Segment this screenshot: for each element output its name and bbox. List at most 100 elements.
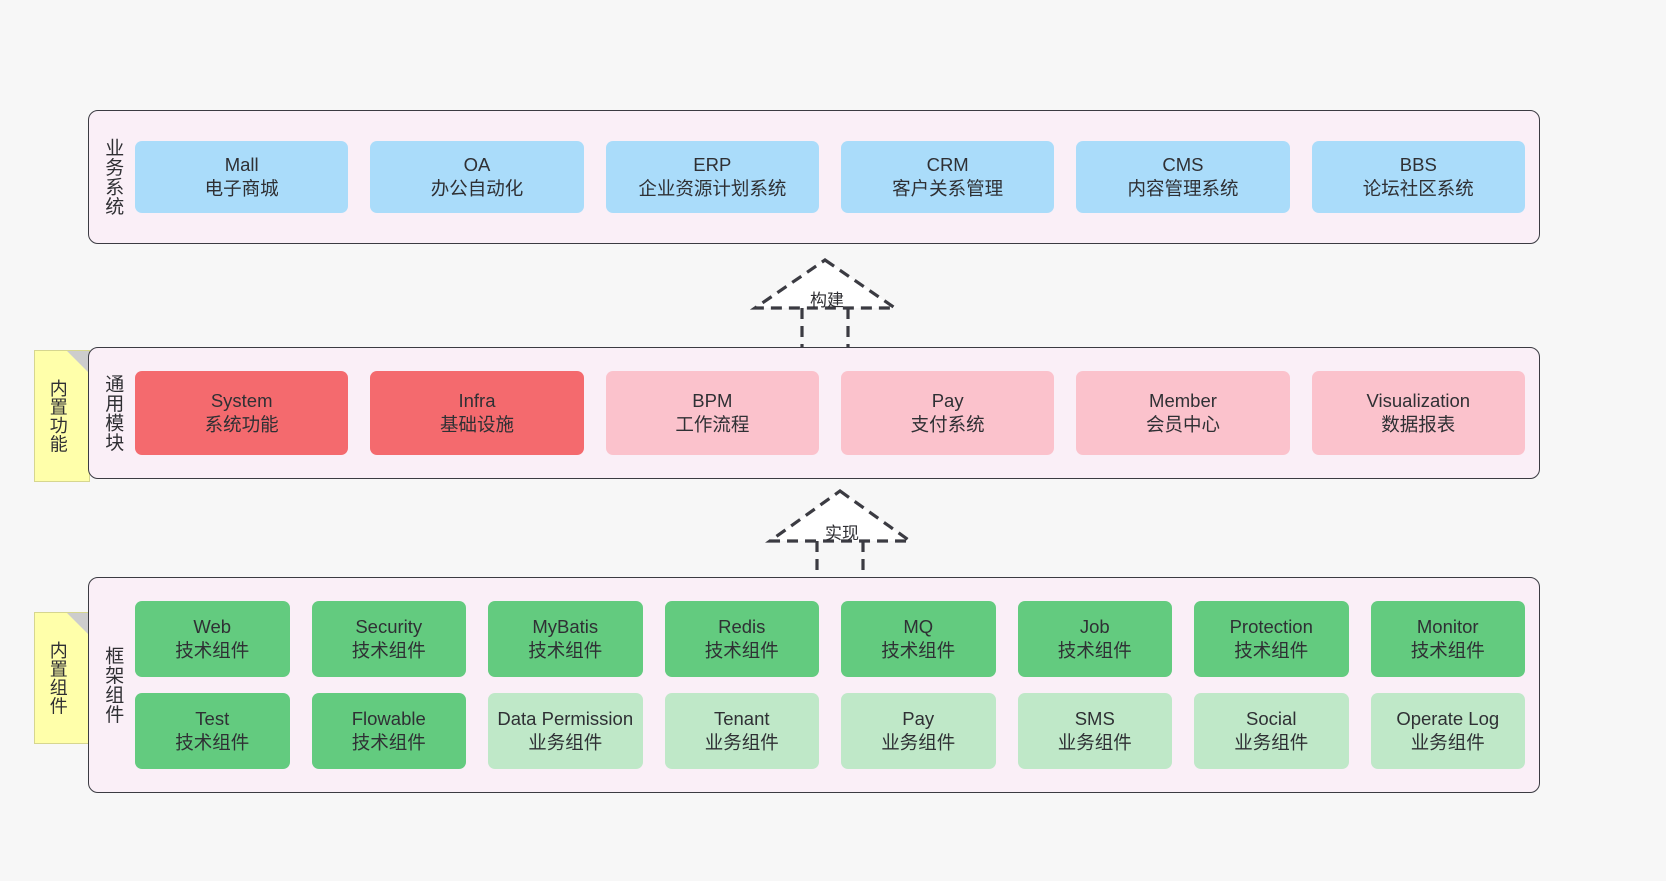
layer-common-row: System 系统功能 Infra 基础设施 BPM 工作流程 Pay 支付系统… [135, 371, 1525, 455]
node-system[interactable]: System 系统功能 [135, 371, 349, 455]
node-mq-sub: 技术组件 [881, 640, 956, 661]
node-job[interactable]: Job 技术组件 [1017, 601, 1172, 677]
node-mall-title: Mall [224, 154, 259, 176]
node-member[interactable]: Member 会员中心 [1076, 371, 1290, 455]
node-sms[interactable]: SMS 业务组件 [1017, 693, 1172, 769]
note-builtin-components-label: 内置组件 [47, 641, 68, 715]
node-sms-sub: 业务组件 [1057, 732, 1132, 753]
node-mybatis-title: MyBatis [532, 616, 599, 638]
node-social[interactable]: Social 业务组件 [1194, 693, 1349, 769]
node-operate-log[interactable]: Operate Log 业务组件 [1370, 693, 1525, 769]
node-protection[interactable]: Protection 技术组件 [1194, 601, 1349, 677]
note-builtin-features[interactable]: 内置功能 [34, 350, 90, 482]
connector-implement-shaft [815, 541, 865, 571]
node-bpm-title: BPM [692, 390, 733, 412]
node-protection-title: Protection [1229, 616, 1313, 638]
node-pay-component[interactable]: Pay 业务组件 [841, 693, 996, 769]
node-redis-sub: 技术组件 [704, 640, 779, 661]
node-infra-title: Infra [458, 390, 496, 412]
node-infra[interactable]: Infra 基础设施 [370, 371, 584, 455]
node-visualization-title: Visualization [1366, 390, 1471, 412]
layer-common-body: System 系统功能 Infra 基础设施 BPM 工作流程 Pay 支付系统… [135, 348, 1539, 478]
node-tenant[interactable]: Tenant 业务组件 [664, 693, 819, 769]
node-sms-title: SMS [1074, 708, 1115, 730]
layer-framework-row-tech: Web 技术组件 Security 技术组件 MyBatis 技术组件 Redi… [135, 601, 1525, 677]
node-test-title: Test [195, 708, 230, 730]
node-mybatis-sub: 技术组件 [528, 640, 603, 661]
node-job-title: Job [1079, 616, 1110, 638]
note-builtin-components[interactable]: 内置组件 [34, 612, 90, 744]
node-web-title: Web [193, 616, 232, 638]
node-system-title: System [210, 390, 273, 412]
node-monitor-sub: 技术组件 [1410, 640, 1485, 661]
node-visualization[interactable]: Visualization 数据报表 [1311, 371, 1525, 455]
node-erp[interactable]: ERP 企业资源计划系统 [605, 141, 819, 213]
node-bpm-sub: 工作流程 [675, 414, 750, 435]
layer-common-modules[interactable]: 通用模块 System 系统功能 Infra 基础设施 BPM 工作流程 Pay… [88, 347, 1540, 479]
node-mybatis[interactable]: MyBatis 技术组件 [488, 601, 643, 677]
layer-framework-body: Web 技术组件 Security 技术组件 MyBatis 技术组件 Redi… [135, 578, 1539, 792]
node-mq-title: MQ [903, 616, 934, 638]
node-web[interactable]: Web 技术组件 [135, 601, 290, 677]
connector-build: 构建 [749, 258, 905, 350]
node-bbs-sub: 论坛社区系统 [1362, 178, 1474, 199]
node-mq[interactable]: MQ 技术组件 [841, 601, 996, 677]
node-crm-title: CRM [926, 154, 969, 176]
node-infra-sub: 基础设施 [439, 414, 514, 435]
node-tenant-title: Tenant [713, 708, 770, 730]
note-fold-icon [67, 613, 89, 635]
node-test[interactable]: Test 技术组件 [135, 693, 290, 769]
node-bpm[interactable]: BPM 工作流程 [605, 371, 819, 455]
node-cms-title: CMS [1162, 154, 1204, 176]
node-data-permission-title: Data Permission [497, 708, 634, 730]
connector-build-arrowhead [749, 258, 901, 310]
layer-business-systems[interactable]: 业务系统 Mall 电子商城 OA 办公自动化 ERP 企业资源计划系统 CRM… [88, 110, 1540, 244]
node-test-sub: 技术组件 [175, 732, 250, 753]
node-oa[interactable]: OA 办公自动化 [370, 141, 584, 213]
node-monitor[interactable]: Monitor 技术组件 [1370, 601, 1525, 677]
node-security-title: Security [355, 616, 423, 638]
layer-framework-row-business: Test 技术组件 Flowable 技术组件 Data Permission … [135, 693, 1525, 769]
node-operate-log-sub: 业务组件 [1410, 732, 1485, 753]
layer-framework-title: 框架组件 [102, 646, 124, 724]
node-job-sub: 技术组件 [1057, 640, 1132, 661]
note-fold-icon [67, 351, 89, 373]
node-crm-sub: 客户关系管理 [892, 178, 1004, 199]
connector-implement-label: 实现 [825, 524, 859, 543]
node-redis[interactable]: Redis 技术组件 [664, 601, 819, 677]
connector-implement: 实现 [765, 489, 918, 571]
node-visualization-sub: 数据报表 [1381, 414, 1456, 435]
node-cms-sub: 内容管理系统 [1127, 178, 1239, 199]
node-security[interactable]: Security 技术组件 [311, 601, 466, 677]
node-pay-module[interactable]: Pay 支付系统 [840, 371, 1055, 455]
connector-build-label: 构建 [810, 291, 844, 310]
node-operate-log-title: Operate Log [1396, 708, 1500, 730]
node-flowable-sub: 技术组件 [351, 732, 426, 753]
node-oa-title: OA [463, 154, 491, 176]
node-member-title: Member [1149, 390, 1217, 412]
node-social-title: Social [1246, 708, 1297, 730]
layer-business-title: 业务系统 [102, 138, 124, 216]
layer-business-body: Mall 电子商城 OA 办公自动化 ERP 企业资源计划系统 CRM 客户关系… [135, 111, 1539, 243]
node-social-sub: 业务组件 [1234, 732, 1309, 753]
node-bbs-title: BBS [1399, 154, 1437, 176]
node-flowable-title: Flowable [351, 708, 426, 730]
connector-implement-arrowhead [765, 489, 915, 543]
node-data-permission-sub: 业务组件 [528, 732, 603, 753]
node-crm[interactable]: CRM 客户关系管理 [840, 141, 1055, 213]
note-builtin-features-label: 内置功能 [47, 379, 68, 453]
node-security-sub: 技术组件 [351, 640, 426, 661]
node-bbs[interactable]: BBS 论坛社区系统 [1311, 141, 1525, 213]
node-tenant-sub: 业务组件 [704, 732, 779, 753]
node-pay-module-title: Pay [931, 390, 964, 412]
node-redis-title: Redis [718, 616, 766, 638]
connector-build-shaft [800, 308, 850, 350]
layer-framework-components[interactable]: 框架组件 Web 技术组件 Security 技术组件 MyBatis 技术组件… [88, 577, 1540, 793]
node-oa-sub: 办公自动化 [430, 178, 524, 199]
node-data-permission[interactable]: Data Permission 业务组件 [488, 693, 643, 769]
node-mall[interactable]: Mall 电子商城 [135, 141, 349, 213]
node-flowable[interactable]: Flowable 技术组件 [311, 693, 466, 769]
node-cms[interactable]: CMS 内容管理系统 [1076, 141, 1290, 213]
node-system-sub: 系统功能 [204, 414, 279, 435]
